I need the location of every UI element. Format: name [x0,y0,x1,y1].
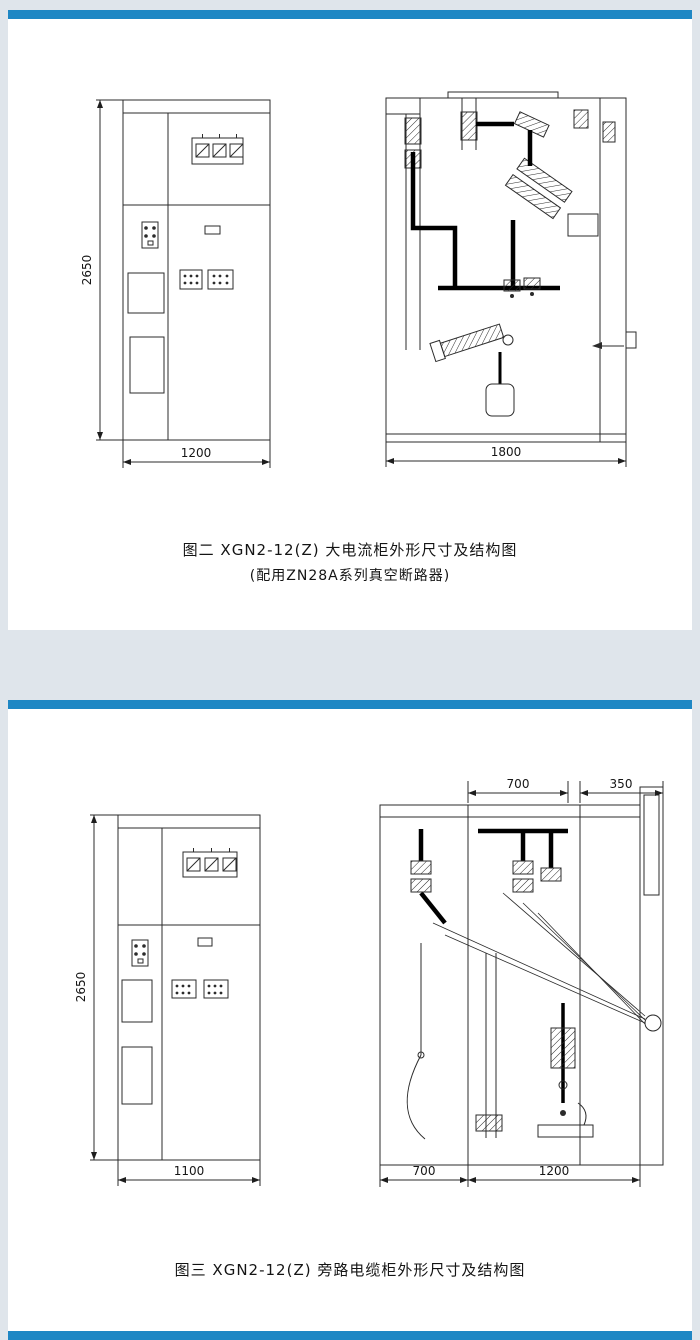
panel-accent-bar [8,1331,692,1340]
mechanism-wheel [645,1015,661,1031]
figure2-front-view-drawing: 2650 1200 [80,91,300,491]
contact-stacks [504,278,540,298]
side-bracket [626,332,636,348]
figure3-side-view-drawing: 700 350 [373,777,673,1193]
depth-dimension-label: 1800 [491,445,522,459]
figure2-panel-body: 2650 1200 [8,19,692,630]
louver-panel-upper [128,273,164,313]
figure2-side-view-drawing: 1800 [378,88,658,488]
current-transformer-stacks [411,861,561,892]
button-plates [180,270,233,289]
bottom-width-dimensions: 700 1200 [380,1164,640,1187]
left-cable-duct [405,114,421,350]
bottom-right-dimension-label: 1200 [539,1164,570,1178]
breaker-mechanism [538,1003,593,1137]
height-dimension-label: 2650 [74,972,88,1003]
nameplate-window [205,226,220,234]
indicator-cluster [132,940,148,966]
interlock-linkage [433,893,645,1024]
top-duct [461,98,477,150]
width-dimension: 1100 [118,1160,260,1186]
depth-dimension: 1800 [386,442,626,467]
figure3-panel-body: 2650 1100 [8,709,692,1331]
panel-accent-bar [8,10,692,19]
height-dimension: 2650 [80,100,123,440]
isolator-assembly [430,321,513,384]
support-box [486,384,514,416]
figure2-subcaption: (配用ZN28A系列真空断路器) [249,568,451,584]
height-dimension-label: 2650 [80,255,94,286]
width-dimension: 1200 [123,440,270,468]
louver-panel-upper [122,980,152,1022]
indicator-cluster [142,222,158,248]
figure2-panel: 2650 1200 [8,10,692,630]
figure3-front-view-drawing: 2650 1100 [74,807,298,1207]
bushing-icon [574,110,588,128]
panel-accent-bar [8,700,692,709]
nameplate-window [198,938,212,946]
top-width-dimensions: 700 350 [468,777,663,803]
cabinet-outline [118,815,260,1160]
louver-panel-lower [130,337,164,393]
figure3-panel: 2650 1100 [8,700,692,1340]
switch-operation-box [183,848,237,877]
button-plates [172,980,228,998]
interlock-pointer-icon [592,342,624,349]
mechanism-box [568,214,598,236]
louver-panel-lower [122,1047,152,1104]
vacuum-breaker-assembly [505,158,571,218]
top-right-dimension-label: 350 [610,777,633,791]
switch-operation-box [192,134,243,164]
top-left-dimension-label: 700 [507,777,530,791]
width-dimension-label: 1200 [181,446,212,460]
busbar-conductors [421,829,568,923]
bottom-left-dimension-label: 700 [413,1164,436,1178]
insulator-right-icon [603,122,615,142]
width-dimension-label: 1100 [174,1164,205,1178]
height-dimension: 2650 [74,815,118,1160]
figure3-caption: 图三 XGN2-12(Z) 旁路电缆柜外形尺寸及结构图 [174,1261,526,1279]
cabinet-outline [123,100,270,440]
figure2-caption: 图二 XGN2-12(Z) 大电流柜外形尺寸及结构图 [182,541,518,559]
cabinet-outline [386,92,626,442]
cable-run [407,943,425,1139]
center-column [476,953,502,1138]
